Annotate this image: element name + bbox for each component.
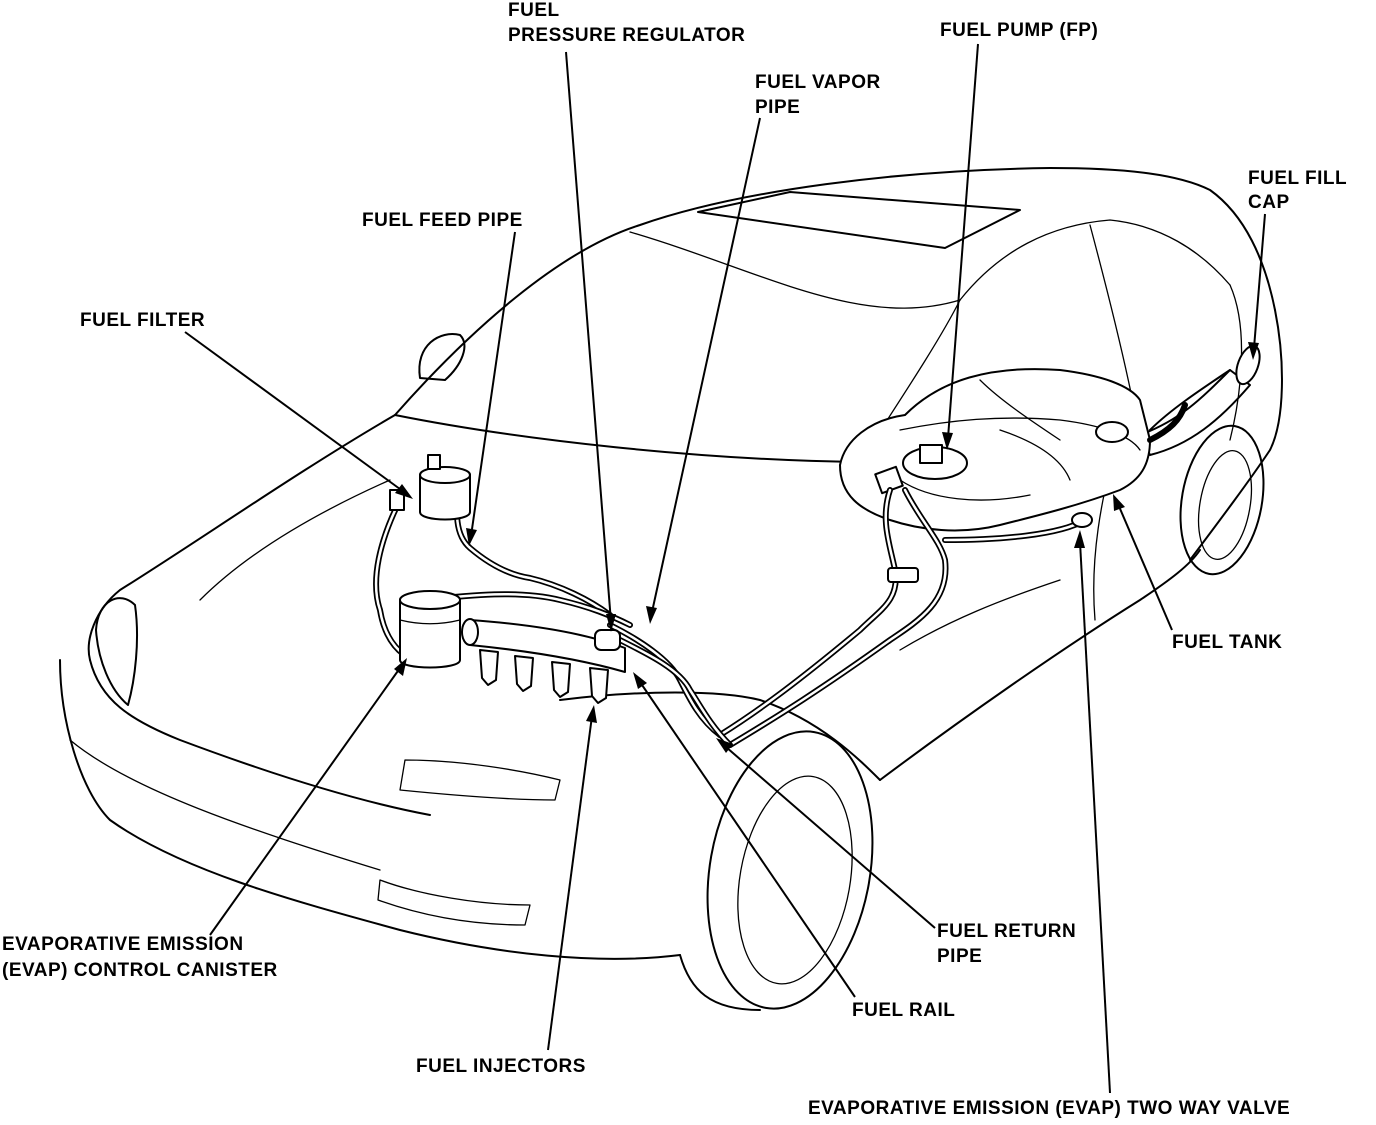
label-fuel-rail: FUEL RAIL bbox=[852, 1000, 955, 1021]
fuel-fill-cap-shape bbox=[1235, 344, 1261, 386]
front-wheel bbox=[706, 730, 874, 1010]
fuel-pressure-regulator-shape bbox=[594, 629, 621, 651]
label-fuel-filter: FUEL FILTER bbox=[80, 310, 205, 331]
fuel-rail-shape bbox=[461, 618, 626, 673]
sunroof bbox=[697, 191, 1021, 249]
label-evap-two-way-valve: EVAPORATIVE EMISSION (EVAP) TWO WAY VALV… bbox=[808, 1098, 1290, 1119]
label-fuel-pressure-regulator: FUEL PRESSURE REGULATOR bbox=[508, 0, 745, 46]
front-bumper bbox=[59, 659, 681, 960]
fuel-filter-shape bbox=[389, 454, 471, 521]
fuel-injectors-shape bbox=[479, 649, 609, 704]
headlight bbox=[95, 597, 139, 706]
evap-canister-shape bbox=[399, 590, 461, 669]
label-fuel-feed-pipe: FUEL FEED PIPE bbox=[362, 210, 523, 231]
fuel-tank-shape bbox=[839, 368, 1151, 532]
side-mirror bbox=[418, 333, 466, 381]
hood bbox=[87, 414, 396, 661]
label-fuel-fill-cap: FUEL FILL CAP bbox=[1248, 168, 1353, 213]
leader-lines bbox=[184, 43, 1266, 1094]
label-fuel-vapor-pipe: FUEL VAPOR PIPE bbox=[755, 72, 886, 118]
evap-two-way-valve-shape bbox=[1071, 512, 1093, 528]
windshield bbox=[394, 414, 861, 463]
car-roof bbox=[394, 167, 1276, 416]
label-fuel-tank: FUEL TANK bbox=[1172, 632, 1282, 653]
fuel-filler-neck bbox=[1139, 369, 1251, 456]
label-fuel-injectors: FUEL INJECTORS bbox=[416, 1056, 586, 1077]
rear-wheel bbox=[1179, 424, 1265, 576]
label-evap-canister: EVAPORATIVE EMISSION (EVAP) CONTROL CANI… bbox=[2, 934, 278, 981]
label-fuel-return-pipe: FUEL RETURN PIPE bbox=[937, 921, 1082, 967]
label-fuel-pump: FUEL PUMP (FP) bbox=[940, 20, 1098, 41]
car-body bbox=[59, 167, 1283, 1011]
